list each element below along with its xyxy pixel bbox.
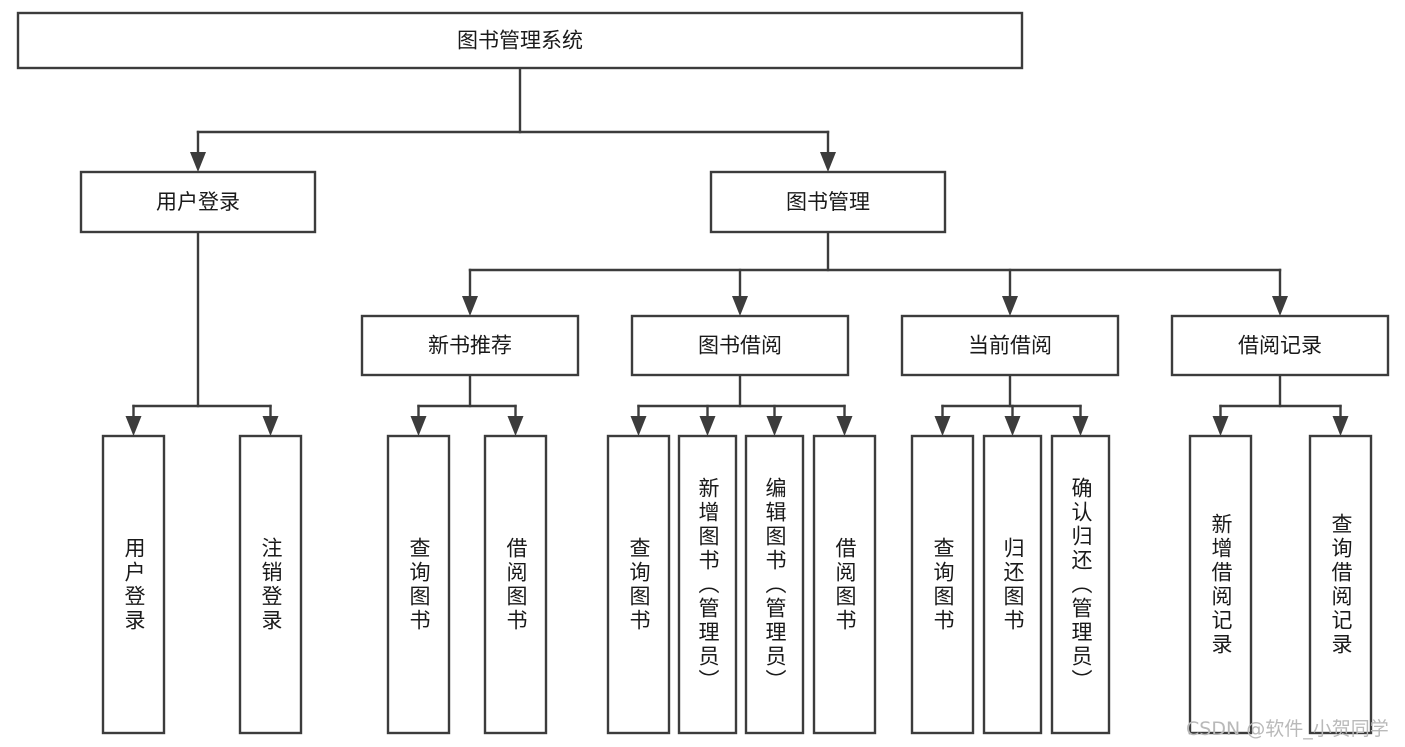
node-label-level3-3: 借阅记录: [1238, 334, 1322, 358]
node-box-level2-1[interactable]: [709, 170, 947, 234]
arrow-head-icon: [820, 152, 836, 172]
node-box-leaf-2[interactable]: [386, 434, 451, 735]
arrow-head-icon: [766, 416, 783, 436]
arrow-head-icon: [836, 416, 853, 436]
node-box-level3-0[interactable]: [360, 314, 580, 377]
arrow-head-icon: [1072, 416, 1089, 436]
arrow-head-icon: [507, 416, 524, 436]
arrow-head-icon: [190, 152, 206, 172]
node-label-root: 图书管理系统: [457, 29, 583, 53]
node-box-leaf-0[interactable]: [101, 434, 166, 735]
arrow-head-icon: [1272, 296, 1288, 316]
watermark-text: CSDN @软件_小贺同学: [1186, 718, 1389, 740]
node-box-leaf-10[interactable]: [1050, 434, 1111, 735]
node-box-leaf-12[interactable]: [1308, 434, 1373, 735]
node-box-leaf-1[interactable]: [238, 434, 303, 735]
node-box-leaf-8[interactable]: [910, 434, 975, 735]
node-box-leaf-4[interactable]: [606, 434, 671, 735]
node-label-level3-0: 新书推荐: [428, 334, 512, 358]
arrow-head-icon: [732, 296, 748, 316]
arrow-head-icon: [1212, 416, 1229, 436]
node-label-level3-2: 当前借阅: [968, 334, 1052, 358]
arrow-head-icon: [1002, 296, 1018, 316]
node-box-level3-3[interactable]: [1170, 314, 1390, 377]
arrow-head-icon: [125, 416, 142, 436]
arrow-head-icon: [1004, 416, 1021, 436]
node-box-level3-1[interactable]: [630, 314, 850, 377]
node-box-leaf-9[interactable]: [982, 434, 1043, 735]
arrow-head-icon: [262, 416, 279, 436]
node-box-leaf-7[interactable]: [812, 434, 877, 735]
node-box-leaf-11[interactable]: [1188, 434, 1253, 735]
boxes-layer: [16, 11, 1390, 735]
node-label-level2-1: 图书管理: [786, 190, 870, 214]
node-label-level3-1: 图书借阅: [698, 334, 782, 358]
node-box-level2-0[interactable]: [79, 170, 317, 234]
node-box-leaf-6[interactable]: [744, 434, 805, 735]
node-box-level3-2[interactable]: [900, 314, 1120, 377]
arrow-head-icon: [1332, 416, 1349, 436]
node-box-root[interactable]: [16, 11, 1024, 70]
node-box-leaf-5[interactable]: [677, 434, 738, 735]
connectors-layer: [125, 66, 1349, 436]
node-box-leaf-3[interactable]: [483, 434, 548, 735]
arrow-head-icon: [630, 416, 647, 436]
arrow-head-icon: [462, 296, 478, 316]
node-label-level2-0: 用户登录: [156, 190, 240, 214]
arrow-head-icon: [699, 416, 716, 436]
arrow-head-icon: [410, 416, 427, 436]
arrow-head-icon: [934, 416, 951, 436]
